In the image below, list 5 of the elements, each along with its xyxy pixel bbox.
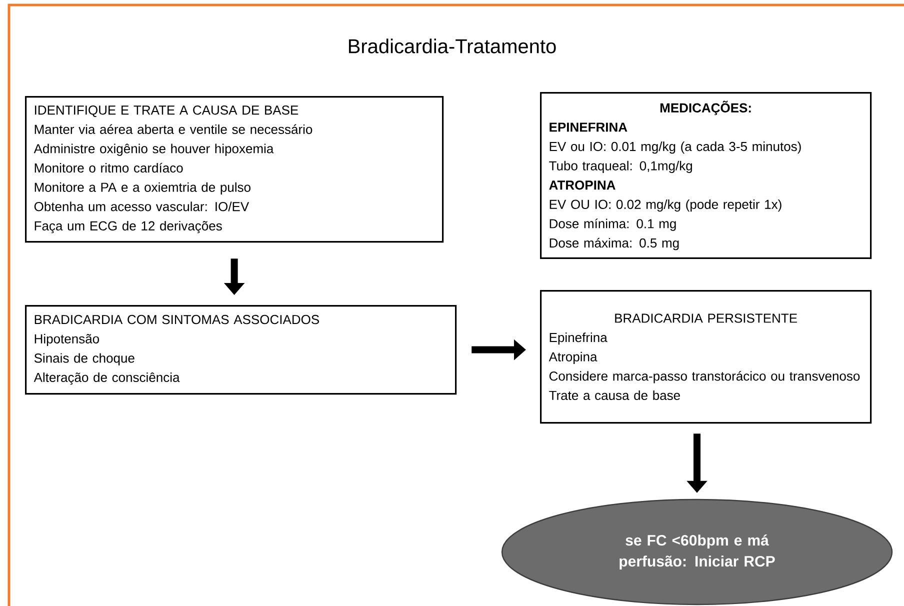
process-box: BRADICARDIA PERSISTENTE Epinefrina Atropina Considere marca-passo transtorácico ou transvenoso Trate a causa de base xyxy=(540,290,872,424)
title: Bradicardia-Tratamento xyxy=(348,38,556,54)
process-box: MEDICAÇÕES: EPINEFRINA EV ou IO: 0.01 mg/kg (a cada 3-5 minutos) Tubo traqueal: 0,1mg/kg ATROPINA EV OU IO: 0.02 mg/kg (pode repetir 1x) Dose mínima: 0.1 mg Dose máxima: 0.5 mg xyxy=(540,92,872,259)
process-box: IDENTIFIQUE E TRATE A CAUSA DE BASE Manter via aérea aberta e ventile se necessário Administre oxigênio se houver hipoxemia Monitore o ritmo cardíaco Monitore a PA e a oxiemtria de pulso Obtenha um acesso vascular: IO/EV Faça um ECG de 12 derivações xyxy=(25,96,444,243)
process-box: BRADICARDIA COM SINTOMAS ASSOCIADOS Hipotensão Sinais de choque Alteração de consciência xyxy=(25,305,457,395)
